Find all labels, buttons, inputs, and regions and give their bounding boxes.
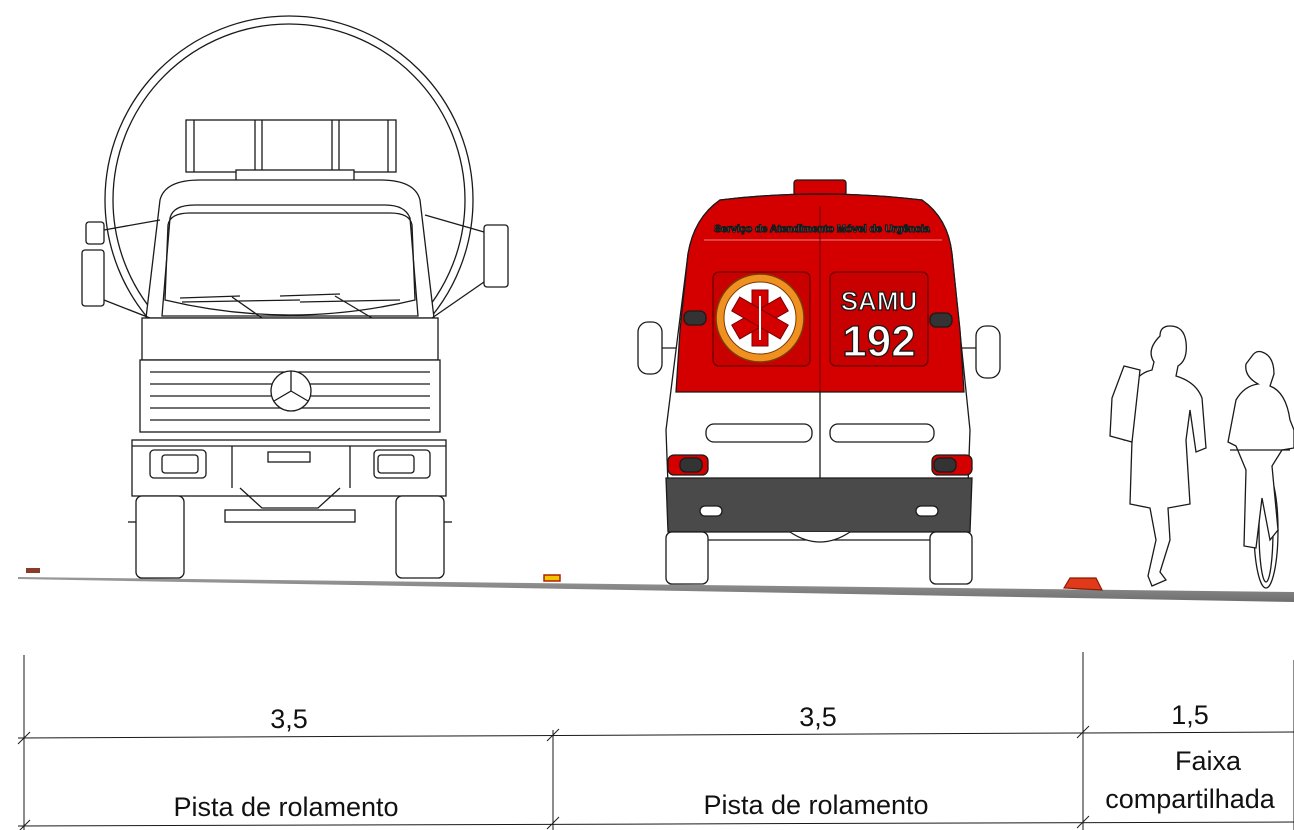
ambulance-brand: SAMU [841,286,918,316]
lane-label: Pista de rolamento [173,792,398,822]
lane-marker [1062,577,1103,591]
dimension-lines [17,652,1294,830]
star-of-life-icon [715,273,805,363]
ambulance-roof-text: Serviço de Atendimento Móvel de Urgência [714,223,930,235]
curb-marker [26,568,40,573]
shared-lane-label-line1: Faixa [1175,746,1242,776]
shared-lane-width-value: 1,5 [1171,700,1209,730]
cyclist-icon [1227,350,1294,589]
ambulance-number: 192 [842,317,915,366]
pedestrian-icon [1109,325,1207,587]
cement-mixer-truck [81,15,509,579]
lane-label: Pista de rolamento [703,790,928,820]
lane-marker [543,574,561,582]
ambulance: Serviço de Atendimento Móvel de Urgência… [637,179,1001,585]
lane-width-value: 3,5 [270,704,308,734]
road-surface [18,568,1294,602]
lane-width-value: 3,5 [799,702,837,732]
shared-lane-label-line2: compartilhada [1105,784,1276,814]
